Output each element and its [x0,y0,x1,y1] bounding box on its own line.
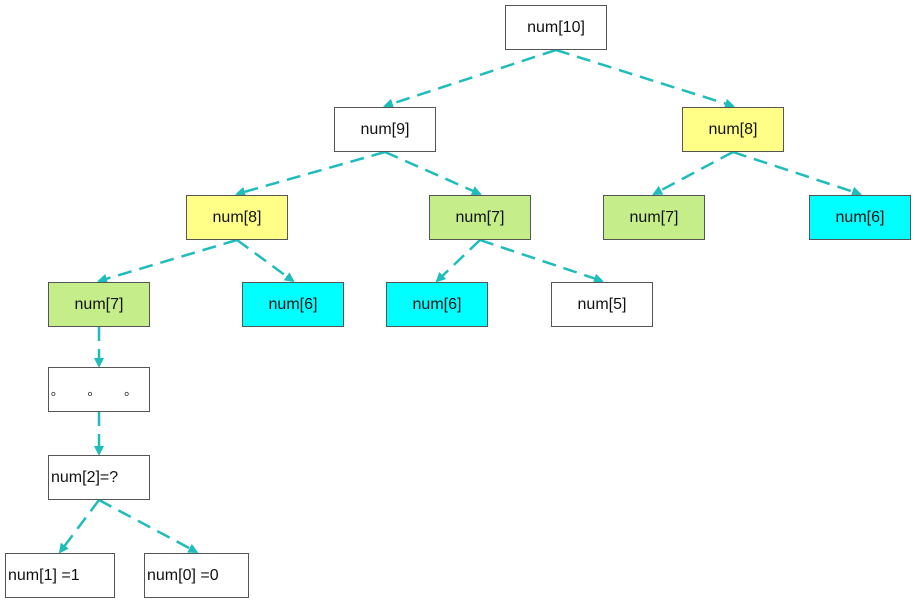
node-num-6-right: num[6] [809,195,911,240]
edge-n7m-to-n5 [479,238,604,284]
node-num-0: num[0] =0 [144,553,249,598]
node-num-10: num[10] [505,5,607,50]
edge-n8r-to-n7r [652,150,734,196]
node-num-5: num[5] [551,282,653,327]
edge-n8l-to-n7l [97,238,238,284]
node-num-1: num[1] =1 [5,553,115,598]
edge-n8r-to-n6r [732,150,862,197]
edge-n8l-to-n6a [236,238,295,283]
node-num-2: num[2]=? [48,455,150,500]
edge-n9-to-n8l [235,150,386,197]
node-num-8-left: num[8] [186,195,288,240]
edge-n9-to-n7m [384,150,482,196]
node-num-6-left: num[6] [242,282,344,327]
edge-n7m-to-n6b [435,239,481,283]
node-ellipsis: 。 。 。 [48,367,150,412]
node-num-7-left: num[7] [48,282,150,327]
node-num-8-right: num[8] [682,107,784,152]
node-num-7-right: num[7] [603,195,705,240]
edge-n10-to-n9 [383,48,557,109]
edge-n2-to-n0 [98,498,199,554]
node-num-9: num[9] [334,107,436,152]
edge-n2-to-n1 [58,499,100,554]
node-num-6-middle: num[6] [386,282,488,327]
edge-n10-to-n8r [555,48,735,109]
node-num-7-middle: num[7] [429,195,531,240]
